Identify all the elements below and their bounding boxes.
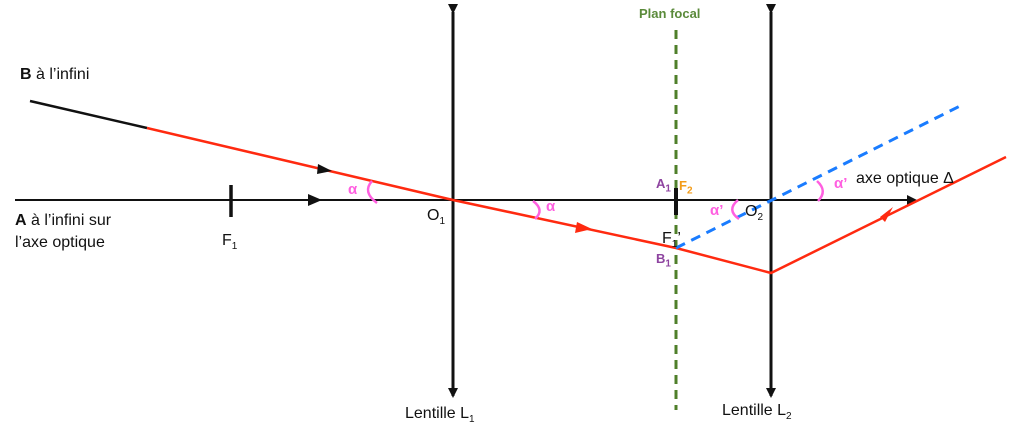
focal-plane-label: Plan focal [639, 6, 701, 21]
angle-alpha-prime-arc [816, 180, 824, 202]
lens-l2-label: Lentille L2 [722, 402, 792, 423]
incoming-ray-black [29, 99, 148, 130]
ray-arrow-icon [575, 222, 592, 233]
ray-arrow-icon [317, 164, 332, 174]
lens-l1-label: Lentille L1 [405, 405, 475, 426]
optical-axis-label: axe optique Δ [856, 170, 954, 187]
o1-label: O1 [427, 207, 446, 228]
b-infinity-label: B à l’infini [20, 66, 90, 83]
o2-label: O2 [745, 203, 764, 224]
angle-alpha-arc [532, 200, 541, 220]
alpha-prime-label: α’ [834, 175, 848, 192]
b1-label: B1 [656, 251, 671, 270]
alpha-label: α [546, 198, 556, 215]
f2-label: F2 [679, 178, 693, 197]
angle-alpha-arc [366, 180, 378, 205]
angle-alpha-prime-arc [731, 199, 740, 221]
alpha-prime-label: α’ [710, 202, 724, 219]
virtual-ray [675, 104, 961, 250]
f1-prime-label: F1’ [662, 230, 681, 251]
alpha-label: α [348, 181, 358, 198]
a1-label: A1 [656, 176, 671, 195]
axis-arrow-icon [308, 194, 322, 206]
f1-label: F1 [222, 232, 238, 253]
ray-arrow-icon [880, 207, 893, 222]
